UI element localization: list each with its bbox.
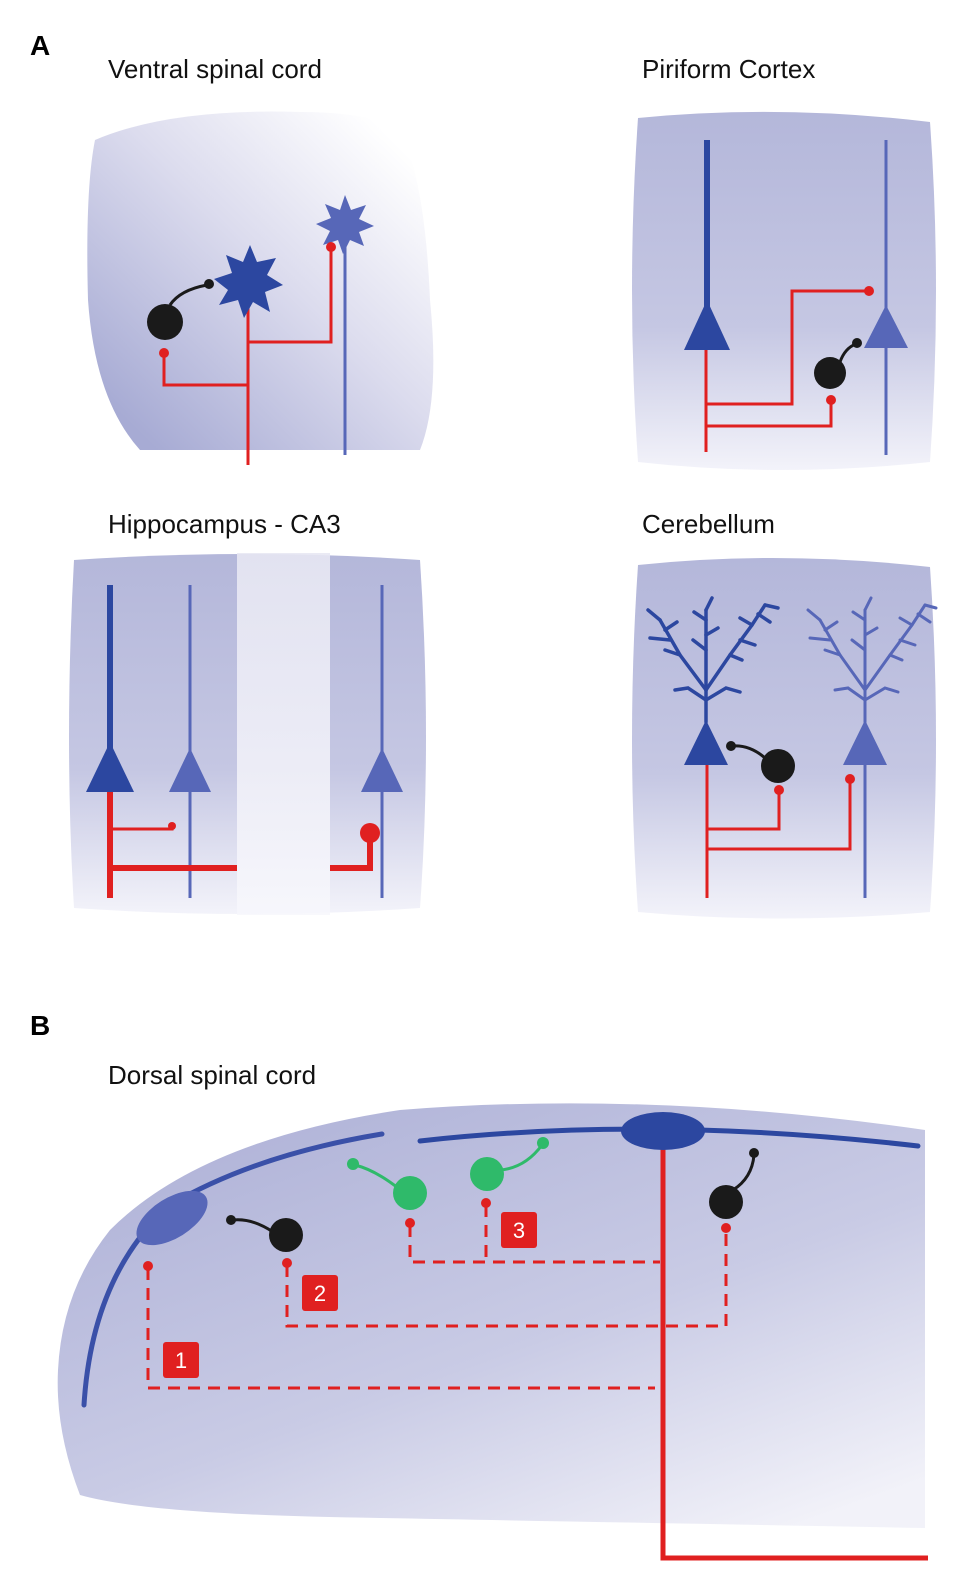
pathway-1 [146, 1268, 655, 1390]
purkinje-cell-dendritic-tree [646, 596, 780, 724]
dorsal-spinal-cord-title: Dorsal spinal cord [108, 1060, 316, 1090]
cerebellum-axon-collateral [705, 765, 852, 898]
badge-3-label: 3 [513, 1218, 525, 1243]
ventral-axon-collateral [162, 248, 333, 465]
hippocampus-gap-band [237, 553, 330, 915]
collateral-terminal [159, 348, 169, 358]
lamina-neuron-soma [136, 1190, 208, 1246]
pyramidal-neuron-soma [864, 305, 908, 348]
interneuron-soma [269, 1218, 303, 1252]
pathway-2 [285, 1230, 728, 1328]
purkinje-cell-dendritic-tree [806, 596, 938, 724]
green-interneuron-dendrite [499, 1144, 544, 1172]
pathway-3 [408, 1205, 660, 1264]
cerebellum-title: Cerebellum [642, 509, 775, 539]
interneuron-dendrite [232, 1218, 274, 1234]
collateral-terminal [282, 1258, 292, 1268]
collateral-terminal [168, 822, 176, 830]
renshaw-cell-terminal [204, 279, 214, 289]
cerebellum-tissue [632, 557, 936, 919]
dorsal-tissue [57, 1103, 925, 1528]
ca3-pyramidal-soma [86, 742, 134, 792]
interneuron-soma [709, 1185, 743, 1219]
collateral-terminal [143, 1261, 153, 1271]
ventral-spinal-cord-diagram: Ventral spinal cord [87, 54, 434, 465]
pathway-badge-2: 2 [302, 1275, 338, 1311]
renshaw-cell-soma [147, 304, 183, 340]
collateral-terminal [774, 785, 784, 795]
panel-a-letter: A [30, 30, 50, 61]
projection-neuron-axon [660, 1131, 928, 1561]
interneuron-terminal [749, 1148, 759, 1158]
interneuron-soma [761, 749, 795, 783]
badge-2-label: 2 [314, 1281, 326, 1306]
projection-neuron-soma [621, 1112, 705, 1150]
ca3-pyramidal-soma [169, 748, 211, 792]
green-interneuron-soma [393, 1176, 427, 1210]
hippocampus-ca3-diagram: Hippocampus - CA3 [69, 509, 426, 915]
ca3-local-collateral [110, 827, 174, 831]
panel-b-letter: B [30, 1010, 50, 1041]
hippocampus-ca3-title: Hippocampus - CA3 [108, 509, 341, 539]
green-interneuron-soma [470, 1157, 504, 1191]
green-interneuron-terminal [537, 1137, 549, 1149]
collateral-terminal-large [360, 823, 380, 843]
light-motor-neuron-soma [316, 195, 374, 254]
collateral-terminal [845, 774, 855, 784]
piriform-cortex-title: Piriform Cortex [642, 54, 815, 84]
collateral-terminal [721, 1223, 731, 1233]
ca3-pyramidal-soma [361, 748, 403, 792]
badge-1-label: 1 [175, 1348, 187, 1373]
collateral-terminal [326, 242, 336, 252]
pathway-badge-1: 1 [163, 1342, 199, 1378]
collateral-terminal [481, 1198, 491, 1208]
dashed-collateral-pathways [146, 1205, 728, 1390]
interneuron-soma [814, 357, 846, 389]
pyramidal-neuron-soma [684, 300, 730, 350]
interneuron-terminal [852, 338, 862, 348]
collateral-terminal [864, 286, 874, 296]
pathway-badge-3: 3 [501, 1212, 537, 1248]
dorsal-spinal-cord-diagram: 1 2 3 [57, 1103, 928, 1561]
renshaw-cell-dendrite [168, 283, 208, 306]
dark-motor-neuron-soma [214, 245, 283, 318]
purkinje-cell-soma [684, 720, 728, 765]
interneuron-terminal [726, 741, 736, 751]
interneuron-terminal [226, 1215, 236, 1225]
cerebellum-diagram: Cerebellum [632, 509, 938, 919]
piriform-axon-collateral [704, 289, 867, 452]
piriform-tissue [632, 111, 936, 470]
green-interneuron-terminal [347, 1158, 359, 1170]
collateral-terminal [826, 395, 836, 405]
ca3-recurrent-collateral [107, 792, 373, 898]
piriform-cortex-diagram: Piriform Cortex [632, 54, 936, 470]
interneuron-dendrite [732, 1154, 756, 1192]
collateral-terminal [405, 1218, 415, 1228]
ventral-spinal-cord-title: Ventral spinal cord [108, 54, 322, 84]
purkinje-cell-soma [843, 720, 887, 765]
